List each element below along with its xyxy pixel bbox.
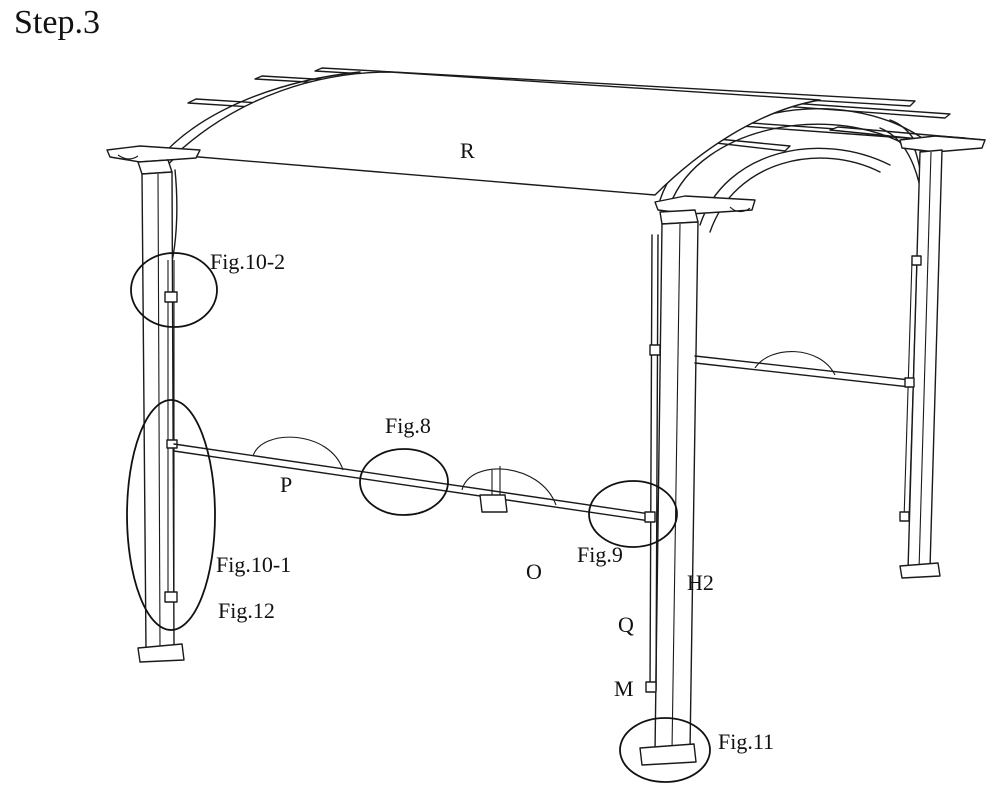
callout-fig10-2: Fig.10-2 xyxy=(210,249,285,274)
callout-ring-fig9 xyxy=(588,480,678,548)
rear-right-post xyxy=(899,149,943,579)
front-crossbar-p xyxy=(173,436,656,523)
label-q: Q xyxy=(618,612,634,637)
label-p: P xyxy=(280,472,292,497)
callout-fig9: Fig.9 xyxy=(577,542,623,567)
callout-fig12: Fig.12 xyxy=(218,598,275,623)
left-front-post xyxy=(137,171,185,663)
callout-fig8: Fig.8 xyxy=(385,413,431,438)
label-h2: H2 xyxy=(687,570,714,595)
right-front-post-h2 xyxy=(639,221,699,766)
label-r: R xyxy=(460,138,475,163)
callout-ring-fig8 xyxy=(359,448,449,516)
label-o: O xyxy=(526,559,542,584)
rear-crossbar xyxy=(694,351,915,388)
callout-ring-fig11 xyxy=(619,717,711,783)
label-m: M xyxy=(614,676,634,701)
callout-ring-fig10-1 xyxy=(126,399,216,631)
canopy-fabric xyxy=(174,71,821,196)
side-post-q xyxy=(645,234,661,693)
rear-post-cap xyxy=(899,135,986,153)
right-post-cap xyxy=(654,195,756,225)
callout-ring-fig10-2 xyxy=(130,252,218,328)
step-title: Step.3 xyxy=(14,4,100,41)
callout-fig11: Fig.11 xyxy=(718,729,774,754)
callout-fig10-1: Fig.10-1 xyxy=(216,552,291,577)
left-post-cap xyxy=(106,145,201,175)
